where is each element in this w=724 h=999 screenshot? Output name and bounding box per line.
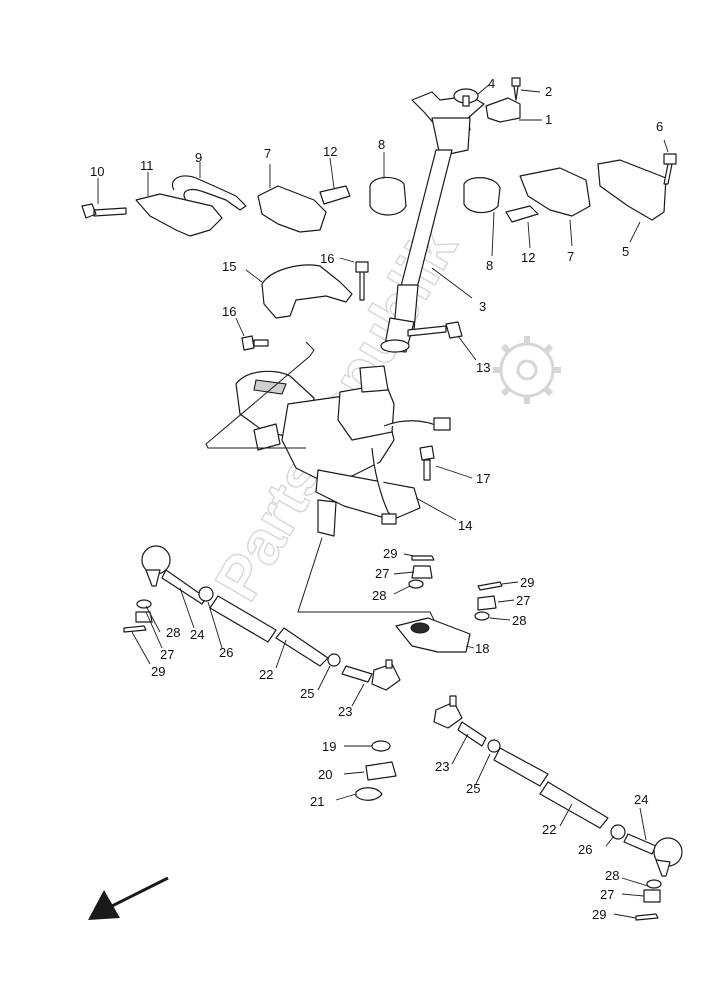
callout-6: 6 [656, 119, 663, 134]
callout-24-right: 24 [634, 792, 648, 807]
callout-27-left: 27 [160, 647, 174, 662]
callout-24-left: 24 [190, 627, 204, 642]
nut-part-27-center [411, 565, 433, 579]
front-direction-arrow-icon [88, 876, 169, 920]
clip-part-21 [355, 787, 383, 801]
nut-part-20 [365, 761, 397, 781]
callout-17: 17 [476, 471, 490, 486]
callout-7-left: 7 [264, 146, 271, 161]
callout-29-left: 29 [151, 664, 165, 679]
pitman-arm-boss [410, 622, 430, 634]
callout-8-right: 8 [486, 258, 493, 273]
tie-rod-left [123, 545, 401, 691]
holder-part-1 [485, 97, 521, 123]
callout-15: 15 [222, 259, 236, 274]
callout-16-upper: 16 [320, 251, 334, 266]
callout-9: 9 [195, 150, 202, 165]
plate-part-5 [597, 159, 667, 221]
callout-23-right: 23 [435, 759, 449, 774]
callout-26-left: 26 [219, 645, 233, 660]
callout-16-lower: 16 [222, 304, 236, 319]
callout-12-right: 12 [521, 250, 535, 265]
bolt-part-13 [407, 321, 463, 339]
gear-icon [493, 336, 561, 404]
plate-part-11 [135, 193, 223, 237]
cap-part-4-body [462, 95, 470, 107]
callout-28-center: 28 [372, 588, 386, 603]
callout-8-left: 8 [378, 137, 385, 152]
callout-20: 20 [318, 767, 332, 782]
clip-part-9 [171, 175, 247, 211]
collar-part-12-right [505, 205, 539, 223]
pitman-arm-part-18 [395, 617, 471, 653]
bracket-part-7-right [519, 167, 591, 217]
callout-10: 10 [90, 164, 104, 179]
callout-27-bottom: 27 [600, 887, 614, 902]
leader-lines [97, 83, 669, 919]
callout-12-left: 12 [323, 144, 337, 159]
bolt-part-16-upper [355, 261, 369, 301]
callout-21: 21 [310, 794, 324, 809]
bolt-part-2 [511, 77, 521, 101]
cotter-pin-part-29-center [411, 555, 435, 561]
callout-22-right: 22 [542, 822, 556, 837]
callout-27-center: 27 [375, 566, 389, 581]
washer-part-19 [371, 740, 391, 752]
assembly-frame-lower [297, 537, 435, 621]
bolt-part-10 [81, 203, 127, 219]
callout-22-left: 22 [259, 667, 273, 682]
callout-28-bottom: 28 [605, 868, 619, 883]
bolt-part-17 [419, 445, 435, 481]
callout-3: 3 [479, 299, 486, 314]
callout-27-right: 27 [516, 593, 530, 608]
callout-29-right: 29 [520, 575, 534, 590]
bushing-part-8-left [369, 176, 407, 216]
callout-13: 13 [476, 360, 490, 375]
callout-14: 14 [458, 518, 472, 533]
callout-19: 19 [322, 739, 336, 754]
washer-part-28-center [408, 579, 424, 589]
bushing-part-8-right [463, 177, 501, 214]
bolt-part-16-lower [241, 335, 269, 351]
assembly-frame-upper [205, 341, 315, 449]
callout-labels: 1 2 3 4 5 6 7 7 8 8 9 10 11 12 12 13 14 … [90, 76, 663, 922]
bolt-part-6 [663, 153, 677, 185]
callout-7-right: 7 [567, 249, 574, 264]
callout-18: 18 [475, 641, 489, 656]
callout-25-right: 25 [466, 781, 480, 796]
bracket-part-7-left [257, 185, 327, 233]
callout-4: 4 [488, 76, 495, 91]
callout-26-right: 26 [578, 842, 592, 857]
washer-part-28-right [474, 611, 490, 621]
power-steering-unit [235, 365, 451, 537]
callout-11: 11 [140, 158, 154, 173]
callout-29-bottom: 29 [592, 907, 606, 922]
callout-5: 5 [622, 244, 629, 259]
nut-part-27-right [477, 595, 497, 611]
callout-25-left: 25 [300, 686, 314, 701]
cotter-pin-part-29-right [477, 581, 503, 591]
collar-part-12-left [319, 185, 351, 205]
callout-28-right: 28 [512, 613, 526, 628]
callout-1: 1 [545, 112, 552, 127]
callout-2: 2 [545, 84, 552, 99]
callout-29-center: 29 [383, 546, 397, 561]
tie-rod-right [433, 695, 683, 921]
callout-23-left: 23 [338, 704, 352, 719]
cover-part-15 [261, 264, 353, 319]
callout-28-left: 28 [166, 625, 180, 640]
